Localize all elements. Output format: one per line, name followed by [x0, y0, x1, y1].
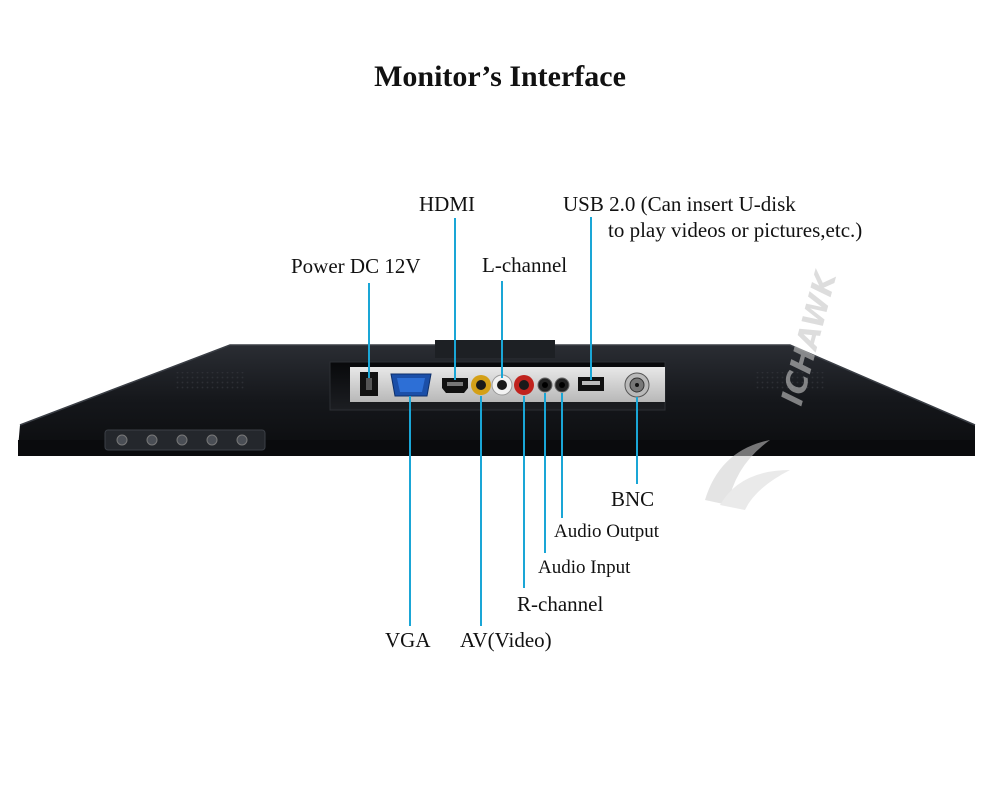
side-button-5[interactable] — [236, 434, 248, 446]
power-port — [360, 372, 378, 396]
leader-lines — [368, 217, 638, 626]
watermark-logo — [705, 440, 790, 510]
side-buttons — [104, 429, 266, 451]
side-button-4[interactable] — [206, 434, 218, 446]
av-video-port — [471, 375, 491, 395]
usb-port — [578, 377, 604, 391]
r-channel-label: R-channel — [517, 592, 604, 616]
usb-label-line1: USB 2.0 (Can insert U-disk — [563, 192, 796, 216]
side-button-3[interactable] — [176, 434, 188, 446]
vga-label: VGA — [385, 628, 431, 652]
audio-input-port — [537, 377, 553, 393]
bnc-label: BNC — [611, 487, 655, 511]
power-label: Power DC 12V — [291, 254, 421, 278]
usb-label-line2: to play videos or pictures,etc.) — [608, 218, 863, 242]
r-channel-port — [514, 375, 534, 395]
side-button-2[interactable] — [146, 434, 158, 446]
audio-output-label: Audio Output — [554, 521, 660, 542]
audio-output-port — [554, 377, 570, 393]
hdmi-label: HDMI — [419, 192, 475, 216]
side-button-1[interactable] — [116, 434, 128, 446]
l-channel-label: L-channel — [482, 253, 568, 277]
vga-port — [390, 373, 432, 397]
page-title: Monitor’s Interface — [374, 60, 626, 93]
bnc-port — [624, 372, 650, 398]
av-video-label: AV(Video) — [460, 628, 552, 652]
hdmi-port — [442, 378, 468, 393]
audio-input-label: Audio Input — [538, 557, 631, 578]
